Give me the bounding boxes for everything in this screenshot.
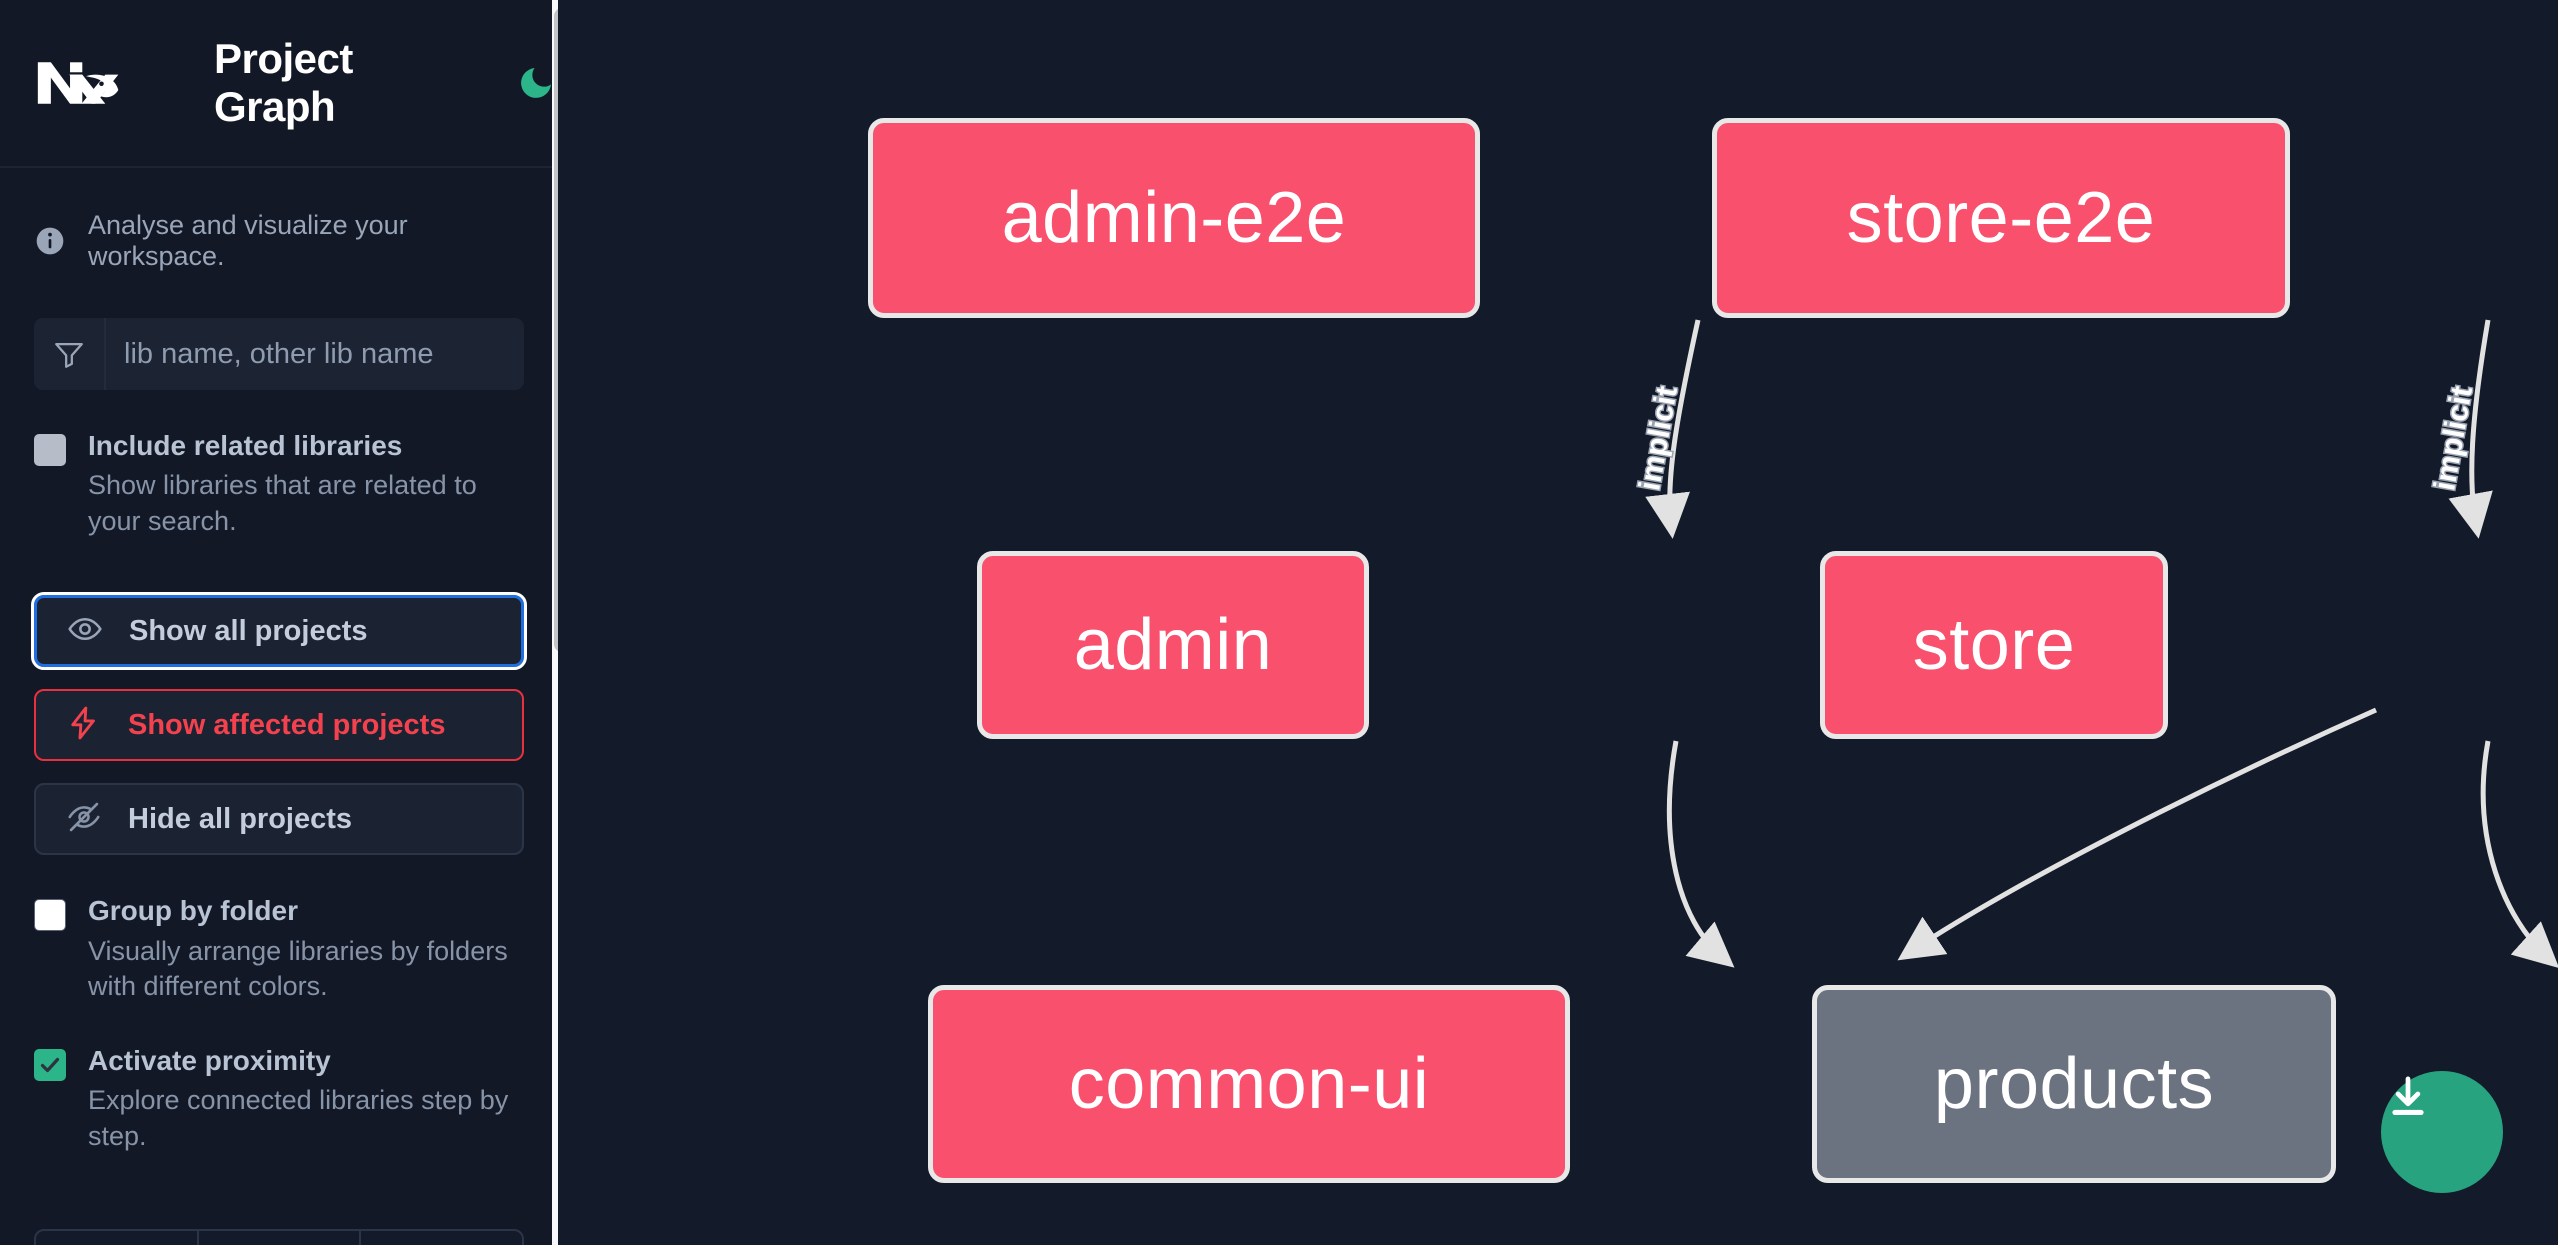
sidebar-header: Project Graph [0,0,558,168]
checkbox-activate-proximity-description: Explore connected libraries step by step… [88,1085,509,1151]
show-affected-projects-button[interactable]: Show affected projects [34,689,524,762]
graph-node-products-label: products [1933,1044,2215,1124]
nx-logo-icon [34,53,126,113]
checkbox-activate-proximity[interactable]: Activate proximity Explore connected lib… [34,1045,524,1154]
hide-all-projects-label: Hide all projects [128,802,353,835]
info-icon [34,225,66,257]
project-graph-canvas[interactable]: implicit implicit admin-e2e store-e2e ad… [558,0,2558,1245]
graph-node-admin-e2e-label: admin-e2e [1001,178,1347,258]
edge-admin-e2e-admin [1645,319,1701,539]
project-visibility-buttons: Show all projects Show affected projects [31,592,527,856]
search-input[interactable] [106,318,524,390]
edge-admin-common-ui [1666,740,1735,968]
workspace-info: Analyse and visualize your workspace. [34,168,524,272]
graph-node-admin-e2e[interactable]: admin-e2e [868,118,1480,318]
checkbox-group-by-folder-description: Visually arrange libraries by folders wi… [88,935,508,1002]
edge-store-e2e-store [2448,319,2493,539]
graph-node-admin[interactable]: admin [977,551,1369,739]
show-all-projects-label: Show all projects [129,614,368,647]
edge-store-common-ui [1897,707,2378,961]
moon-icon[interactable] [513,60,558,106]
page-title: Project Graph [214,35,353,130]
graph-node-store-e2e[interactable]: store-e2e [1712,118,2290,318]
hide-all-projects-button[interactable]: Hide all projects [34,783,524,856]
graph-edges: implicit implicit [1632,319,2558,969]
show-affected-projects-label: Show affected projects [128,708,446,741]
eye-icon [67,611,103,652]
checkbox-include-related-libraries-description: Show libraries that are related to your … [88,470,477,536]
workspace-info-text: Analyse and visualize your workspace. [88,210,408,271]
proximity-step-decrease[interactable] [36,1231,199,1245]
search-bar[interactable] [34,318,524,390]
checkbox-include-related-libraries-box[interactable] [34,434,66,466]
proximity-step-increase[interactable] [361,1231,522,1245]
proximity-step-value [199,1231,362,1245]
download-graph-button[interactable] [2381,1071,2503,1193]
graph-node-admin-label: admin [1073,605,1273,685]
bolt-icon [66,705,102,746]
checkbox-activate-proximity-label: Activate proximity [88,1044,331,1076]
filter-icon [34,318,106,390]
checkbox-activate-proximity-box[interactable] [34,1048,66,1081]
edge-store-products [2480,740,2558,969]
eye-off-icon [66,799,102,840]
show-all-projects-button[interactable]: Show all projects [31,592,527,671]
checkbox-include-related-libraries[interactable]: Include related libraries Show libraries… [34,430,524,539]
graph-node-common-ui[interactable]: common-ui [928,985,1570,1183]
graph-node-store-label: store [1912,605,2076,685]
checkbox-include-related-libraries-label: Include related libraries [88,430,403,461]
checkbox-group-by-folder-label: Group by folder [88,895,298,927]
graph-node-store[interactable]: store [1820,551,2168,739]
proximity-stepper-group[interactable] [34,1229,524,1245]
sidebar-body: Analyse and visualize your workspace. In… [0,168,558,1154]
graph-node-store-e2e-label: store-e2e [1846,178,2156,258]
sidebar-scrollbar-thumb[interactable] [554,8,558,652]
sidebar: Project Graph Analyse and visualize your… [0,0,558,1245]
checkbox-group-by-folder[interactable]: Group by folder Visually arrange librari… [34,895,524,1004]
graph-node-products[interactable]: products [1812,985,2336,1183]
graph-node-common-ui-label: common-ui [1068,1044,1430,1124]
checkbox-group-by-folder-box[interactable] [34,899,66,932]
